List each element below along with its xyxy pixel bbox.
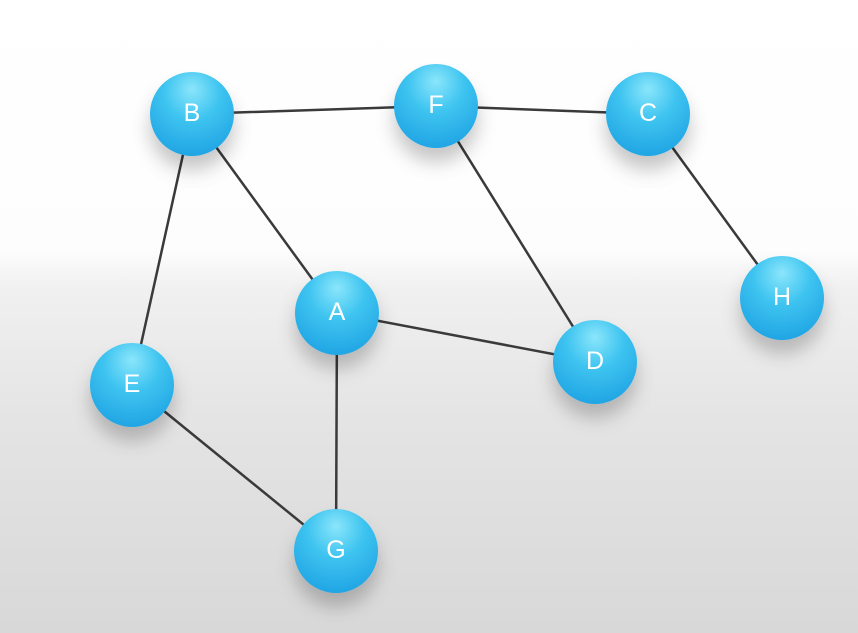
node-label: G xyxy=(326,536,345,564)
node-label: C xyxy=(639,99,657,127)
node-e: E xyxy=(90,343,174,427)
edge-f-d xyxy=(434,104,597,364)
node-label: H xyxy=(773,283,791,311)
node-label: A xyxy=(329,298,346,326)
node-label: D xyxy=(586,347,604,375)
nodes-layer: B F C H A D E G xyxy=(90,64,824,593)
node-c: C xyxy=(606,72,690,156)
edge-a-d xyxy=(335,311,597,364)
node-label: B xyxy=(184,99,201,127)
edges-layer xyxy=(130,104,784,553)
node-h: H xyxy=(740,256,824,340)
node-b: B xyxy=(150,72,234,156)
node-g: G xyxy=(294,509,378,593)
node-circle xyxy=(295,271,379,355)
edge-e-g xyxy=(130,383,338,553)
node-circle xyxy=(90,343,174,427)
node-circle xyxy=(294,509,378,593)
node-f: F xyxy=(394,64,478,148)
node-circle xyxy=(740,256,824,340)
node-circle xyxy=(606,72,690,156)
node-circle xyxy=(553,320,637,404)
node-d: D xyxy=(553,320,637,404)
edge-b-e xyxy=(130,112,194,387)
node-label: E xyxy=(124,370,141,398)
node-circle xyxy=(150,72,234,156)
node-circle xyxy=(394,64,478,148)
node-a: A xyxy=(295,271,379,355)
node-label: F xyxy=(428,91,443,119)
